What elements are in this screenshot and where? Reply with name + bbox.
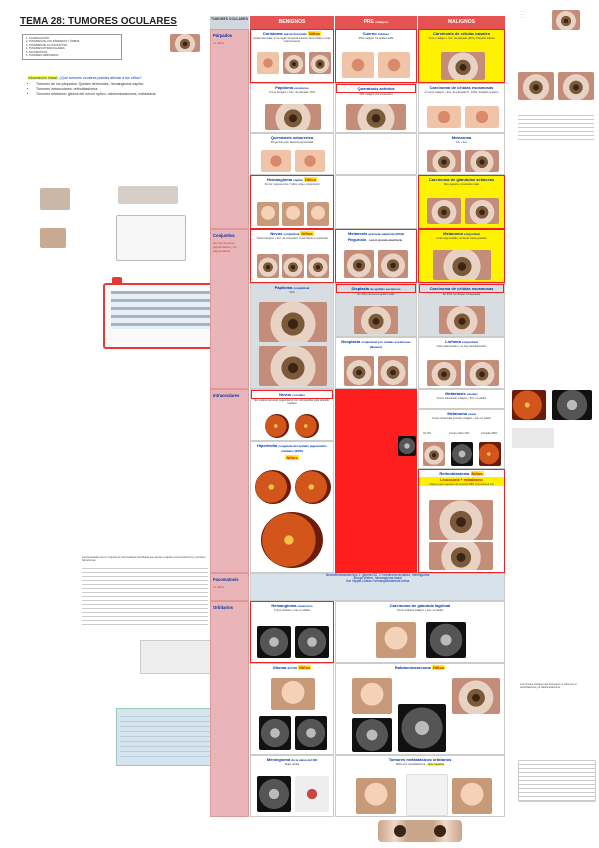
- facomatosis-note: Las facomatosis son un conjunto de enfer…: [82, 556, 208, 642]
- cell-papiloma-conjuntival: Papiloma conjuntival VPH: [250, 283, 334, 389]
- eye-diagram: [512, 428, 554, 448]
- cell-rabdomiosarcoma: Rabdomiosarcoma Niños: [335, 663, 505, 755]
- cell-queratosis-actinica: Queratosis actínica 20% maligno (Ca esca…: [335, 83, 417, 133]
- intro-question: ¿Qué tumores oculares puedes afectar a l…: [58, 76, 142, 80]
- cell-carcinoma-lagrimal: Carcinoma de glándula lagrimal Tumor orb…: [335, 601, 505, 663]
- gray-panel: [140, 640, 212, 674]
- intro-bullet: Tumores intraoculares: retinoblastoma.: [36, 87, 213, 92]
- text-block: [518, 112, 594, 142]
- col-header-pre: PRE malignos: [335, 16, 417, 29]
- right-note: ·····················: [520, 10, 526, 19]
- table-of-contents: 1. CLASIFICACIÓN 2. TUMORES DE LOS PÁRPA…: [22, 34, 122, 61]
- cell-metastasis-orbitarios: Tumores metastásicos orbitarios Niños co…: [335, 755, 505, 817]
- eye-photo: [40, 228, 66, 248]
- toc-item: 5. FACOMATOSIS: [26, 50, 48, 54]
- cell-melanosis: Melanosis primaria adquirida (PAM) Pingu…: [335, 229, 417, 283]
- eye-photo: [40, 188, 70, 210]
- toc-item: 4. TUMORES INTRAOCULARES: [26, 47, 65, 51]
- cell-glioma: Glioma del NO Niños: [250, 663, 334, 755]
- cell-carcinoma-basales: Carcinoma de células basales Tumor malig…: [418, 29, 505, 83]
- cell-linfoma: Linfoma conjuntival Color asalmonado y n…: [418, 337, 505, 389]
- cell-displasia: Displasia de epitelio escamoso En 30% ca…: [335, 283, 417, 337]
- cell-hemangioma-capilar: Hemangioma capilar Niños Sin tto: regres…: [250, 175, 334, 229]
- photo-strip: [118, 186, 178, 204]
- row-header-conjuntiva: Conjuntiva(D) con tumores pigmentados y …: [210, 229, 249, 389]
- intro-highlight: Información Inicial:: [28, 76, 58, 80]
- eye-photo: [170, 34, 200, 52]
- mri-photo: [398, 436, 416, 456]
- row-header-intraoculares: Intraoculares: [210, 389, 249, 573]
- toc-item: 2. TUMORES DE LOS PÁRPADOS Y ÓRBITA: [26, 40, 80, 44]
- fundus-photo: [512, 390, 546, 420]
- cell-facomatosis: Neurofibromatosis tipo 1: glioma NO, 2: …: [250, 573, 505, 601]
- cell-melanoma-parpado: Melanoma 1% + frec: [418, 133, 505, 175]
- side-note-block: Los tumores oculares más frecuentes en n…: [520, 683, 590, 689]
- toc-item: 1. CLASIFICACIÓN: [26, 37, 49, 40]
- cell-carcinoma-escamosas-conjuntiva: Carcinoma de células escamosas En 30% co…: [418, 283, 505, 337]
- note-diagram: [116, 215, 186, 261]
- eyes-photo: [378, 820, 462, 842]
- cell-neoplasia: Neoplasia conjuntival por células escamo…: [335, 337, 417, 389]
- cell-queratosis-seborreica: Queratosis seborreica Proyección piel, d…: [250, 133, 334, 175]
- cell-nevus-conjuntival: Nevus conjuntival Niños Tumor benigno + …: [250, 229, 334, 283]
- toc-item: 6. TUMORES ORBITARIOS: [26, 54, 59, 58]
- side-note-text: Los tumores oculares más frecuentes en n…: [520, 683, 577, 689]
- cell-melanoma-conjuntival: Melanoma conjuntival Limbo pigmentado, c…: [418, 229, 505, 283]
- col-header-malign: MALIGNOS: [418, 16, 505, 29]
- cell-empty: [335, 175, 417, 229]
- cell-hipertrofia-epr: Hipertrofia congénita del epitelio pigme…: [250, 441, 334, 573]
- cell-papiloma-parpado: Papiloma escamoso Tumor benigno + frec. …: [250, 83, 334, 133]
- eye-photo: [558, 72, 594, 100]
- cell-coristoma: Coristoma quiste dermoide Niños Quiste d…: [250, 29, 334, 83]
- cell-metastasis-uveales: Metástasis uveales Tumor intraocular mal…: [418, 389, 505, 409]
- cell-carcinoma-sebaceo: Carcinoma de glándulas sebáceas Muy agre…: [418, 175, 505, 229]
- eye-photo: [518, 72, 554, 100]
- page-title: TEMA 28: TUMORES OCULARES: [20, 16, 177, 27]
- intro-bullet: Tumores de los párpados: Quistes dermoid…: [36, 82, 213, 87]
- eye-photo: [552, 10, 580, 30]
- pre-label: PRE: [363, 19, 374, 25]
- cell-cuerno: Cuerno cutáneo 25% maligno: Ca epidermoi…: [335, 29, 417, 83]
- intro-section: Información Inicial: ¿Qué tumores ocular…: [28, 76, 213, 97]
- cell-melanoma-uveal: Melanoma uveal Tumor intraocular primari…: [418, 409, 505, 469]
- col-header-tumores: TUMORES OCULARES: [210, 16, 249, 29]
- cell-empty: [335, 133, 417, 175]
- red-area: [335, 389, 417, 573]
- cell-carcinoma-escamosas-parpado: Carcinoma de células escamosas 2º tumor …: [418, 83, 505, 133]
- cell-meningioma: Meningioma de la vaina del NO Mujer adul…: [250, 755, 334, 817]
- intro-bullet: Tumores orbitarios: glioma del nervio óp…: [36, 92, 213, 97]
- col-header-benign: BENIGNOS: [250, 16, 334, 29]
- cell-nevus-coroideo: Nevus coroideo En melanoma uveal, seguim…: [250, 389, 334, 441]
- toc-item: 3. TUMORES DE LA CONJUNTIVA: [26, 43, 67, 47]
- faco-note-text: Las facomatosis son un conjunto de enfer…: [82, 556, 206, 562]
- mri-photo: [552, 390, 592, 420]
- row-header-orbitarios: Orbitarios: [210, 601, 249, 817]
- cell-hemangioma-cavernoso: Hemangioma cavernoso Tumor orbitario + f…: [250, 601, 334, 663]
- cell-retinoblastoma: Retinoblastoma Niños Leucocoria + estrab…: [418, 469, 505, 573]
- pre-sublabel: malignos: [375, 20, 389, 24]
- alert-tag: [112, 277, 122, 285]
- text-block: [518, 760, 596, 802]
